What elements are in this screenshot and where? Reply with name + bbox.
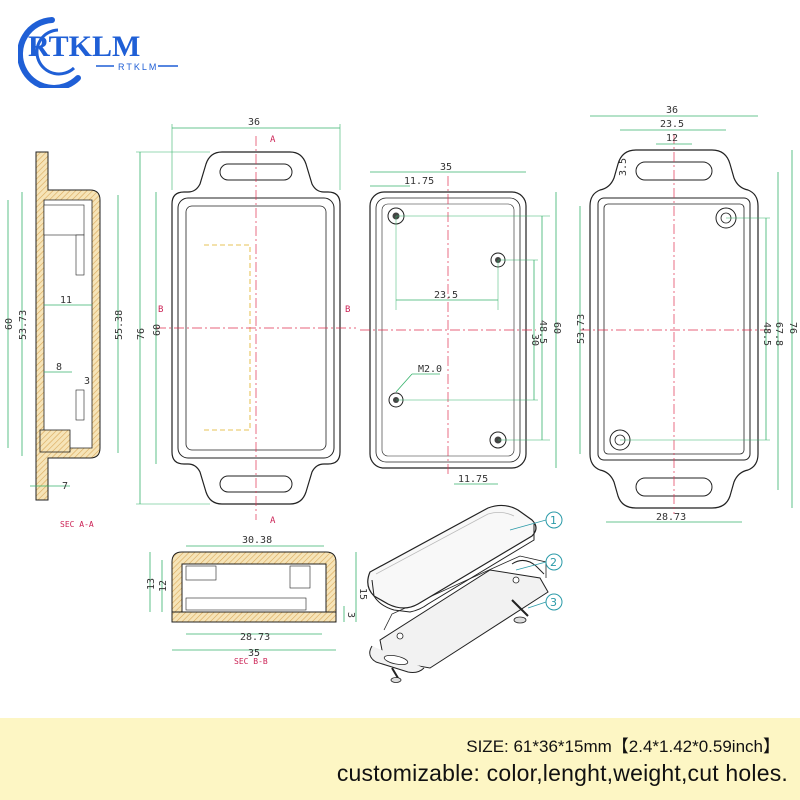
dim-aa-inner: 53.73 (18, 310, 29, 340)
brand-logo: RTKLM RTKLM (16, 8, 188, 91)
dim-bb-right-3: 3 (345, 612, 356, 618)
section-bb-view: 30.38 28.73 35 13 12 15 3 SEC B-B (146, 535, 368, 666)
dim-inner-right-30: 30 (529, 334, 540, 346)
dim-inner-right-60: 60 (551, 322, 562, 334)
dim-base-right-485: 48.5 (761, 322, 772, 346)
dim-inner-right-485: 48.5 (537, 320, 548, 344)
section-aa-label: SEC A-A (60, 520, 94, 529)
dim-aa-height: 60 (4, 318, 15, 330)
logo-subtext: RTKLM (118, 62, 158, 72)
dim-bb-left-12: 12 (158, 580, 169, 592)
callout-1: 1 (550, 514, 557, 527)
dim-base-width: 36 (666, 105, 678, 116)
spec-banner: SIZE: 61*36*15mm【2.4*1.42*0.59inch】 cust… (0, 718, 800, 800)
dim-aa-7: 7 (62, 481, 68, 492)
dim-bb-bottom-width: 28.73 (240, 632, 270, 643)
front-view: 36 76 60 A A B B (136, 117, 356, 526)
callout-3: 3 (550, 596, 557, 609)
dim-bb-right-15: 15 (357, 588, 368, 600)
inner-view: 35 11.75 23.5 M2.0 11.75 30 48.5 60 (360, 162, 562, 485)
dim-aa-3: 3 (84, 376, 90, 387)
customizable-text: customizable: color,lenght,weight,cut ho… (336, 760, 788, 786)
cut-b-left-label: B (158, 305, 163, 315)
section-bb-label: SEC B-B (234, 657, 268, 666)
dim-aa-5538: 55.38 (114, 310, 125, 340)
dim-inner-top-offset: 11.75 (404, 176, 434, 187)
dim-base-right-76: 76 (787, 322, 798, 334)
dim-front-height-inner: 60 (152, 324, 163, 336)
cut-b-right-label: B (345, 305, 350, 315)
dim-base-left: 53.73 (576, 314, 587, 344)
dim-inner-thread: M2.0 (418, 364, 442, 375)
dim-bb-left-13: 13 (146, 578, 157, 590)
dim-aa-8: 8 (56, 362, 62, 373)
dim-base-slot-len: 12 (666, 133, 678, 144)
dim-front-width: 36 (248, 117, 260, 128)
dim-inner-width: 35 (440, 162, 452, 173)
callout-2: 2 (550, 556, 557, 569)
cut-a-bottom-label: A (270, 516, 276, 526)
dim-bb-top-width: 30.38 (242, 535, 272, 546)
dim-base-bottom-width: 28.73 (656, 512, 686, 523)
technical-drawing: 60 53.73 11 8 3 7 55.38 SEC A-A 36 76 60… (4, 105, 798, 683)
dim-bb-total-width: 35 (248, 648, 260, 659)
dim-aa-11: 11 (60, 295, 72, 306)
logo-text: RTKLM (28, 30, 140, 63)
size-spec-text: SIZE: 61*36*15mm【2.4*1.42*0.59inch】 (466, 737, 780, 756)
cut-a-top-label: A (270, 135, 276, 145)
dim-base-slot-span: 23.5 (660, 119, 684, 130)
logo-graphic: RTKLM RTKLM (16, 17, 178, 91)
dim-front-height-outer: 76 (136, 328, 147, 340)
section-aa-view: 60 53.73 11 8 3 7 55.38 SEC A-A (4, 151, 125, 529)
dim-base-slot-r: 3.5 (618, 158, 629, 176)
dim-base-right-678: 67.8 (773, 322, 784, 346)
exploded-isometric-view: 1 2 3 (367, 504, 563, 683)
dim-inner-hole-spacing: 23.5 (434, 290, 458, 301)
dim-inner-bottom-offset: 11.75 (458, 474, 488, 485)
base-view: 36 23.5 12 3.5 28.73 53.73 48.5 67.8 76 (576, 105, 798, 523)
